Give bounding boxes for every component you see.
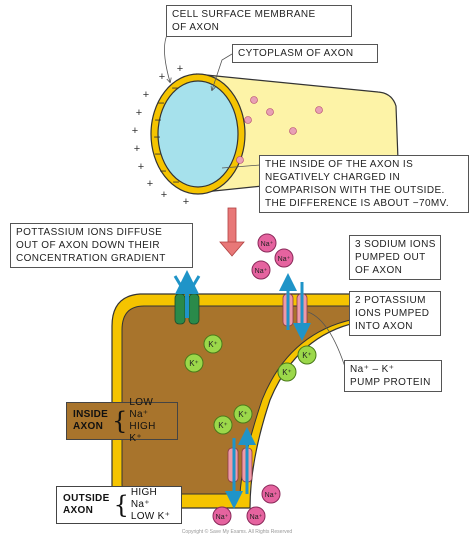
plus-sign: +: [177, 63, 183, 75]
label-sodium-pumped: 3 SODIUM IONS PUMPED OUT OF AXON: [349, 235, 441, 280]
minus-sign: −: [171, 81, 178, 95]
k-ion: K⁺: [203, 334, 223, 354]
key-outside-heading: OUTSIDE AXON: [63, 493, 110, 516]
na-ion: Na⁺: [274, 248, 294, 268]
label-potassium-pumped: 2 POTASSIUM IONS PUMPED INTO AXON: [349, 291, 441, 336]
k-ion: K⁺: [184, 353, 204, 373]
na-ion: Na⁺: [251, 260, 271, 280]
pump-protein-pointer: [307, 311, 347, 371]
svg-text:Na⁺: Na⁺: [250, 514, 263, 521]
svg-text:Na⁺: Na⁺: [255, 268, 268, 275]
svg-text:K⁺: K⁺: [238, 410, 248, 419]
label-cytoplasm: CYTOPLASM OF AXON: [232, 44, 378, 63]
minus-sign: −: [159, 164, 166, 178]
svg-text:Na⁺: Na⁺: [261, 241, 274, 248]
key-brace: {: [112, 407, 128, 435]
plus-sign: +: [132, 125, 138, 137]
positive-charges: + + + + + + + + + +: [132, 63, 189, 208]
cytoplasm-cross-section: [157, 80, 239, 188]
k-ion: K⁺: [297, 345, 317, 365]
label-inside-negative: THE INSIDE OF THE AXON IS NEGATIVELY CHA…: [259, 155, 469, 213]
surface-protein-dots: [236, 96, 323, 164]
key-outside-values: HIGH Na⁺ LOW K⁺: [130, 487, 171, 522]
plus-sign: +: [134, 143, 140, 155]
na-ion: Na⁺: [246, 506, 266, 526]
plus-sign: +: [183, 196, 189, 208]
svg-text:K⁺: K⁺: [218, 421, 228, 430]
label-potassium-diffuse: POTTASSIUM IONS DIFFUSE OUT OF AXON DOWN…: [10, 223, 193, 268]
minus-sign: −: [157, 96, 164, 110]
na-ion: Na⁺: [261, 484, 281, 504]
svg-text:Na⁺: Na⁺: [265, 492, 278, 499]
plus-sign: +: [159, 71, 165, 83]
sodium-potassium-pump-bottom: [225, 427, 256, 509]
sodium-potassium-pump-top: [279, 273, 311, 341]
minus-sign: −: [154, 113, 161, 127]
plus-sign: +: [147, 178, 153, 190]
potassium-ions: K⁺ K⁺ K⁺ K⁺ K⁺ K⁺: [184, 334, 317, 435]
k-ion: K⁺: [277, 362, 297, 382]
plus-sign: +: [161, 189, 167, 201]
label-cell-surface-membrane: CELL SURFACE MEMBRANE OF AXON: [166, 5, 352, 37]
label-pump-protein: Na⁺ – K⁺ PUMP PROTEIN: [344, 360, 442, 392]
plus-sign: +: [138, 161, 144, 173]
key-inside-axon: INSIDE AXON { LOW Na⁺ HIGH K⁺: [66, 397, 178, 444]
svg-text:K⁺: K⁺: [282, 368, 292, 377]
na-ion: Na⁺: [257, 233, 277, 253]
key-outside-axon: OUTSIDE AXON { HIGH Na⁺ LOW K⁺: [56, 486, 182, 524]
k-ion: K⁺: [233, 404, 253, 424]
svg-text:Na⁺: Na⁺: [278, 256, 291, 263]
plus-sign: +: [136, 107, 142, 119]
svg-text:K⁺: K⁺: [208, 340, 218, 349]
svg-text:Na⁺: Na⁺: [216, 514, 229, 521]
svg-text:K⁺: K⁺: [189, 359, 199, 368]
sodium-ions: Na⁺ Na⁺ Na⁺ Na⁺ Na⁺ Na⁺: [212, 233, 294, 526]
potassium-channel-top: [173, 270, 201, 325]
axon-cylinder: [150, 73, 399, 195]
copyright-notice: Copyright © Save My Exams. All Rights Re…: [181, 529, 293, 535]
minus-sign: −: [172, 175, 179, 189]
key-inside-heading: INSIDE AXON: [73, 409, 109, 432]
plus-sign: +: [143, 89, 149, 101]
svg-text:K⁺: K⁺: [302, 351, 312, 360]
k-ion: K⁺: [213, 415, 233, 435]
minus-sign: −: [154, 147, 161, 161]
minus-sign: −: [153, 130, 160, 144]
na-ion: Na⁺: [212, 506, 232, 526]
key-brace: {: [113, 491, 129, 519]
down-arrow: [219, 207, 245, 257]
key-inside-values: LOW Na⁺ HIGH K⁺: [129, 397, 156, 444]
negative-charges: − − − − − − −: [153, 81, 179, 189]
